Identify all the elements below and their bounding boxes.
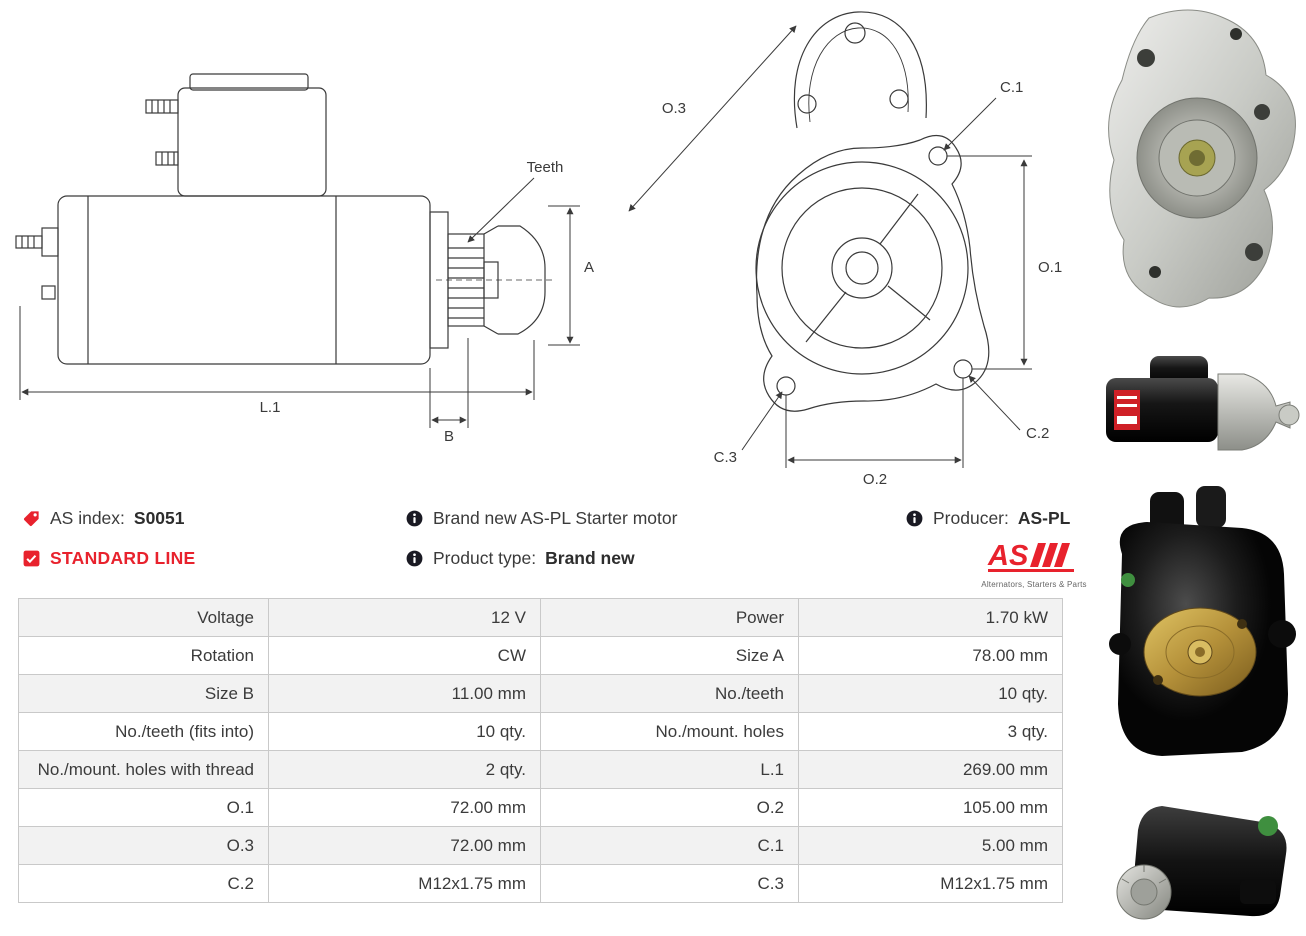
side-view-dimension-lines <box>19 177 580 428</box>
standard-line-label: STANDARD LINE <box>50 548 196 568</box>
product-type-value: Brand new <box>545 548 635 568</box>
producer-label: Producer: <box>933 508 1009 528</box>
spec-value: 3 qty. <box>798 712 1063 751</box>
dim-label-l1: L.1 <box>260 399 281 416</box>
product-info: AS index: S0051 STANDARD LINE Brand new … <box>0 500 1090 596</box>
spec-value: 5.00 mm <box>798 826 1063 865</box>
product-type: Product type: Brand new <box>405 548 635 569</box>
dim-label-c1: C.1 <box>1000 79 1023 96</box>
spec-label: Size A <box>540 636 799 675</box>
spec-label: L.1 <box>540 750 799 789</box>
dim-label-o1: O.1 <box>1038 259 1062 276</box>
spec-value: 10 qty. <box>798 674 1063 713</box>
front-view-drawing <box>755 11 990 412</box>
dim-label-b: B <box>444 428 454 445</box>
brand-new-note: Brand new AS-PL Starter motor <box>405 508 677 529</box>
spec-value: 78.00 mm <box>798 636 1063 675</box>
as-pl-logo-mark: AS <box>987 540 1074 572</box>
spec-label: O.2 <box>540 788 799 827</box>
dim-label-c2: C.2 <box>1026 425 1049 442</box>
spec-label: No./teeth (fits into) <box>18 712 269 751</box>
dim-label-c3: C.3 <box>714 449 737 466</box>
spec-value: 12 V <box>268 598 541 637</box>
product-photo-angled <box>1116 806 1287 920</box>
technical-drawings: Teeth A L.1 B O.3 C.1 O. <box>0 0 1090 495</box>
spec-label: Rotation <box>18 636 269 675</box>
spec-value: 105.00 mm <box>798 788 1063 827</box>
spec-label: C.3 <box>540 864 799 903</box>
product-photo-column <box>1092 0 1306 936</box>
info-icon <box>906 510 923 527</box>
front-view-dimension-lines <box>628 25 1032 468</box>
product-photo-rear <box>1109 486 1296 756</box>
spec-label: No./mount. holes <box>540 712 799 751</box>
dim-label-o2: O.2 <box>863 471 887 488</box>
dim-label-teeth: Teeth <box>527 159 564 176</box>
dim-label-a: A <box>584 259 594 276</box>
brand-new-text: Brand new AS-PL Starter motor <box>433 508 678 528</box>
tag-icon <box>23 511 39 527</box>
starter-dimension-diagram: Teeth A L.1 B O.3 C.1 O. <box>15 11 1062 488</box>
as-index: AS index: S0051 <box>22 508 185 529</box>
spec-value: 10 qty. <box>268 712 541 751</box>
producer-value: AS-PL <box>1017 508 1071 528</box>
spec-value: 72.00 mm <box>268 826 541 865</box>
product-photo-side <box>1106 356 1300 451</box>
spec-label: Voltage <box>18 598 269 637</box>
info-icon <box>406 510 423 527</box>
dim-label-o3: O.3 <box>662 100 686 117</box>
producer: Producer: AS-PL <box>905 508 1070 529</box>
as-index-value: S0051 <box>133 508 185 528</box>
spec-value: M12x1.75 mm <box>268 864 541 903</box>
spec-label: No./mount. holes with thread <box>18 750 269 789</box>
spec-label: Power <box>540 598 799 637</box>
product-photo-front <box>1108 9 1296 308</box>
spec-label: C.1 <box>540 826 799 865</box>
logo-letters: AS <box>987 540 1029 572</box>
spec-label: C.2 <box>18 864 269 903</box>
side-view-drawing <box>15 73 556 365</box>
info-icon <box>406 550 423 567</box>
spec-value: 269.00 mm <box>798 750 1063 789</box>
product-type-label: Product type: <box>433 548 537 568</box>
as-index-label: AS index: <box>50 508 125 528</box>
spec-row: No./teeth (fits into)10 qty.No./mount. h… <box>18 712 1063 751</box>
spec-label: No./teeth <box>540 674 799 713</box>
spec-label: O.1 <box>18 788 269 827</box>
spec-value: M12x1.75 mm <box>798 864 1063 903</box>
spec-label: Size B <box>18 674 269 713</box>
as-pl-logo: AS Alternators, Starters & Parts <box>978 538 1090 589</box>
spec-value: 72.00 mm <box>268 788 541 827</box>
spec-value: 11.00 mm <box>268 674 541 713</box>
spec-value: 1.70 kW <box>798 598 1063 637</box>
spec-value: CW <box>268 636 541 675</box>
spec-value: 2 qty. <box>268 750 541 789</box>
checkbox-checked-icon <box>23 550 40 567</box>
logo-tagline: Alternators, Starters & Parts <box>981 580 1087 589</box>
spec-label: O.3 <box>18 826 269 865</box>
standard-line-badge: STANDARD LINE <box>22 548 196 569</box>
